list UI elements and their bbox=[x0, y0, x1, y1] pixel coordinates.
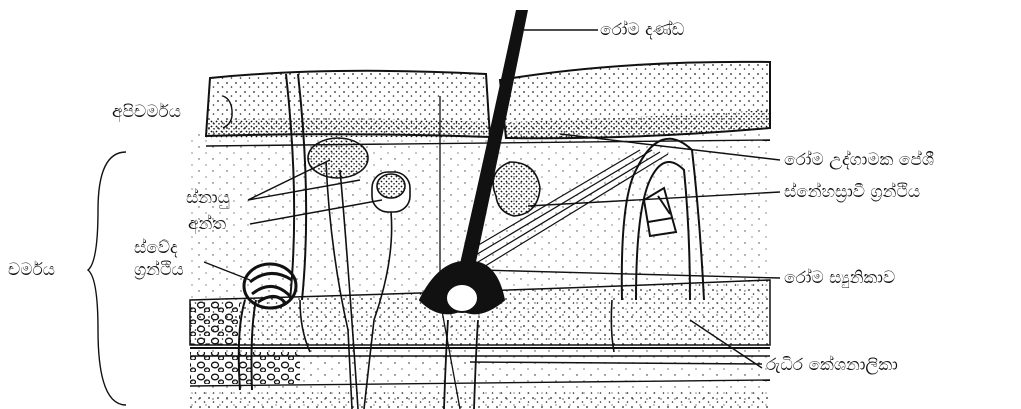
label-epidermis: අපිචර්මය bbox=[112, 102, 181, 122]
label-nerve-endings-1: ස්නායු bbox=[186, 188, 230, 208]
basal-layer bbox=[206, 118, 490, 138]
label-sweat-gland-1: ස්වේද bbox=[134, 238, 178, 258]
label-hair-shaft: රෝම දණ්ඩ bbox=[600, 20, 684, 40]
label-sebaceous-gland: ස්නේහස්‍රාවී ග්‍රන්ථිය bbox=[784, 182, 920, 202]
label-hair-follicle: රෝම ස්‍යුනිකාව bbox=[784, 268, 895, 288]
label-blood-capillaries: රුධිර කේශනාලිකා bbox=[766, 355, 898, 375]
label-dermis: චර්මය bbox=[8, 260, 55, 280]
fat-tissue-1 bbox=[190, 300, 240, 345]
sebaceous-gland bbox=[493, 162, 540, 216]
fat-tissue-2 bbox=[190, 352, 300, 384]
label-nerve-endings-2: අන්ත bbox=[188, 214, 226, 234]
label-arrector-pili: රෝම උද්ගාමක පේශී bbox=[784, 150, 934, 170]
label-sweat-gland-2: ග්‍රන්ථිය bbox=[134, 260, 184, 280]
